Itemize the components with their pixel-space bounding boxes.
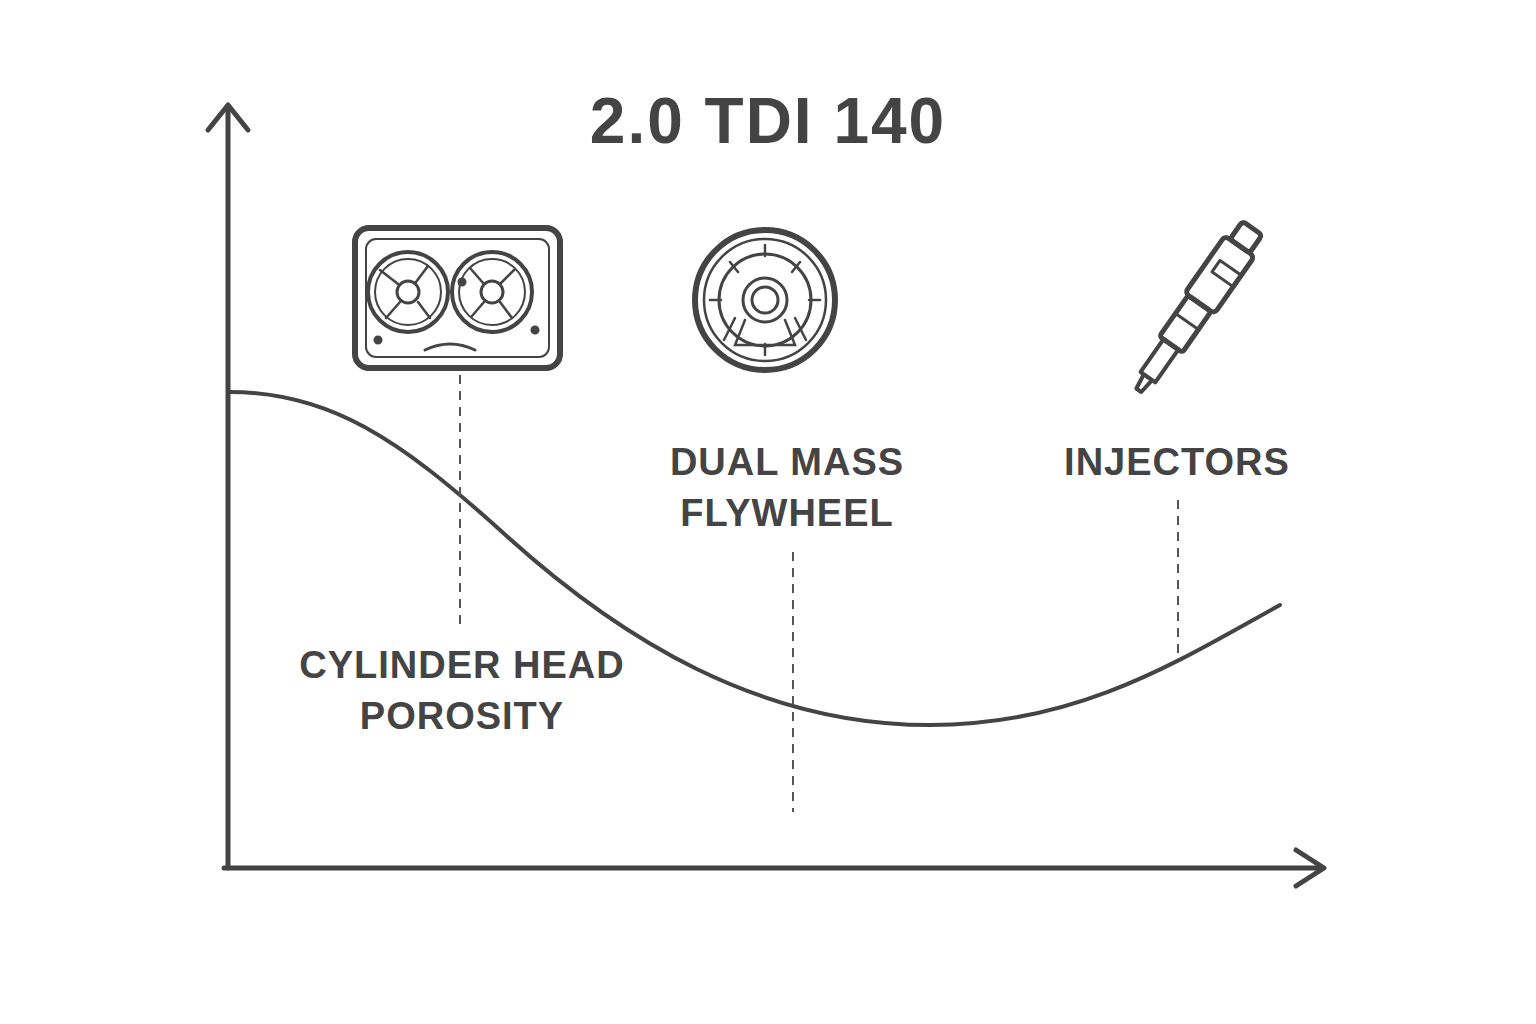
flywheel-icon: [695, 230, 835, 370]
y-axis-arrow: [208, 105, 248, 130]
part-label: CYLINDER HEAD POROSITY: [292, 640, 632, 743]
x-axis: [224, 866, 1322, 871]
part-label: DUAL MASS FLYWHEEL: [637, 437, 937, 540]
leader-line: [459, 375, 461, 625]
leader-line: [792, 552, 794, 812]
x-axis-arrow: [1296, 850, 1324, 886]
part-label: INJECTORS: [1027, 437, 1327, 488]
injector-icon: [1124, 218, 1267, 401]
chart-title: 2.0 TDI 140: [318, 78, 1218, 164]
cylinder-head-icon: [355, 228, 560, 368]
y-axis: [226, 108, 231, 868]
leader-line: [1177, 500, 1179, 660]
